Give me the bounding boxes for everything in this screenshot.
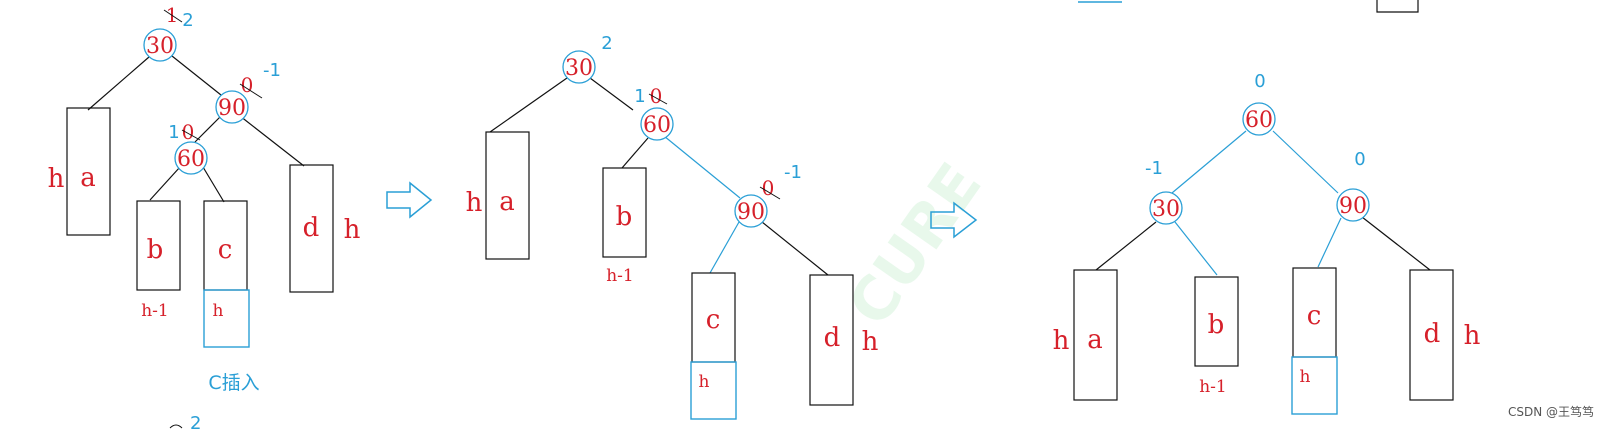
stage3-bf-60-new: 0: [1254, 71, 1265, 92]
stage3-subtree-a: a: [1087, 325, 1103, 355]
stage1-bf-fragment: 2: [190, 413, 201, 429]
stage1-node-60-circle: [174, 141, 208, 175]
stage1-subtree-b: b: [147, 235, 164, 265]
stage3-inserted-box: [1291, 356, 1338, 415]
stage3-node-30: 30: [1152, 197, 1180, 222]
stage-arrow-1: [386, 181, 433, 219]
stage1-subtree-a: a: [80, 163, 96, 193]
stage3-subtree-d: d: [1424, 319, 1441, 349]
stage2-node-30: 30: [565, 56, 593, 81]
stage2-node-60-circle: [640, 107, 674, 141]
stage2-height-a: h: [466, 188, 483, 218]
stage2-bf-60-old: 0: [650, 84, 663, 108]
stage3-node-30-circle: [1149, 191, 1183, 225]
stage2-height-b: h-1: [606, 266, 634, 286]
stage1-node-30: 30: [146, 34, 174, 59]
stage1-height-a: h: [48, 164, 65, 194]
stage1-insert-label: C插入: [208, 372, 259, 394]
stage2-inserted-box: [690, 361, 737, 420]
stage2-node-90-circle: [734, 194, 768, 228]
stage3-node-90: 90: [1339, 194, 1367, 219]
stage2-bf-60-new: 1: [634, 86, 645, 107]
stage2-subtree-b-box: [602, 167, 647, 258]
stage3-subtree-b-box: [1194, 276, 1239, 367]
stage2-bf-30: 2: [601, 33, 612, 54]
stage3-height-a: h: [1053, 326, 1070, 356]
stage1-height-b: h-1: [141, 301, 169, 321]
stage3-tree: 60 30 90 a b c d h h-1 h h 0 -1 0: [1053, 71, 1481, 415]
stage2-node-60: 60: [643, 113, 671, 138]
stage3-subtree-d-box: [1409, 269, 1454, 401]
stage1-node-90-circle: [215, 90, 249, 124]
stage3-node-60: 60: [1245, 108, 1273, 133]
stage2-tree: 30 60 90 a b c d h h-1 h h 2 1 0 0 -1: [466, 33, 879, 420]
stage2-subtree-d: d: [824, 323, 841, 353]
stage1-tree: 30 90 60 a b c d h h h-1 h 1 2 0 -1 1 0 …: [48, 3, 361, 394]
stage3-bf-30-new: -1: [1145, 158, 1163, 179]
stage1-bf-90-old: 0: [241, 73, 254, 97]
stage3-node-90-circle: [1336, 188, 1370, 222]
stage1-bf-60-old: 0: [182, 120, 195, 144]
stage1-bf-30-new: 2: [182, 10, 193, 31]
stage-arrow-2: [930, 201, 978, 239]
stage3-bf-90-new: 0: [1354, 149, 1365, 170]
stage2-bf-90-old: 0: [762, 176, 775, 200]
stage3-height-b: h-1: [1199, 377, 1227, 397]
stage3-node-60-circle: [1242, 102, 1276, 136]
stage2-subtree-b: b: [616, 202, 633, 232]
stage1-node-90: 90: [218, 96, 246, 121]
stage3-height-inserted: h: [1300, 367, 1311, 387]
stage1-subtree-d-box: [289, 164, 334, 293]
stage3-height-d: h: [1464, 321, 1481, 351]
stage2-subtree-a-box: [485, 131, 530, 260]
stage1-height-inserted: h: [213, 301, 224, 321]
stage2-height-inserted: h: [699, 372, 710, 392]
stage2-subtree-c: c: [706, 305, 721, 335]
csdn-credit: CSDN @王笃笃: [1508, 405, 1594, 419]
stage2-bf-90-new: -1: [784, 162, 802, 183]
stage2-node-90: 90: [737, 200, 765, 225]
stage1-bf-90-new: -1: [263, 60, 281, 81]
stage3-subtree-b: b: [1208, 310, 1225, 340]
stage3-subtree-c: c: [1307, 301, 1322, 331]
stage1-subtree-a-box: [66, 107, 111, 236]
stage2-node-30-circle: [562, 50, 596, 84]
stage1-subtree-b-box: [136, 200, 181, 291]
stage1-bf-60-new: 1: [168, 122, 179, 143]
stage1-node-30-circle: [143, 28, 177, 62]
watermark: CURE: [835, 151, 996, 339]
stage1-subtree-d: d: [303, 213, 320, 243]
stage2-subtree-d-box: [809, 274, 854, 406]
stage1-subtree-c: c: [218, 235, 233, 265]
stage2-height-d: h: [862, 327, 879, 357]
stage1-node-60: 60: [177, 147, 205, 172]
stage1-inserted-box: [203, 289, 250, 348]
clipped-fragments: 2: [169, 0, 1419, 429]
stage2-subtree-a: a: [499, 187, 515, 217]
stage1-height-d: h: [344, 215, 361, 245]
stage3-subtree-a-box: [1073, 269, 1118, 401]
